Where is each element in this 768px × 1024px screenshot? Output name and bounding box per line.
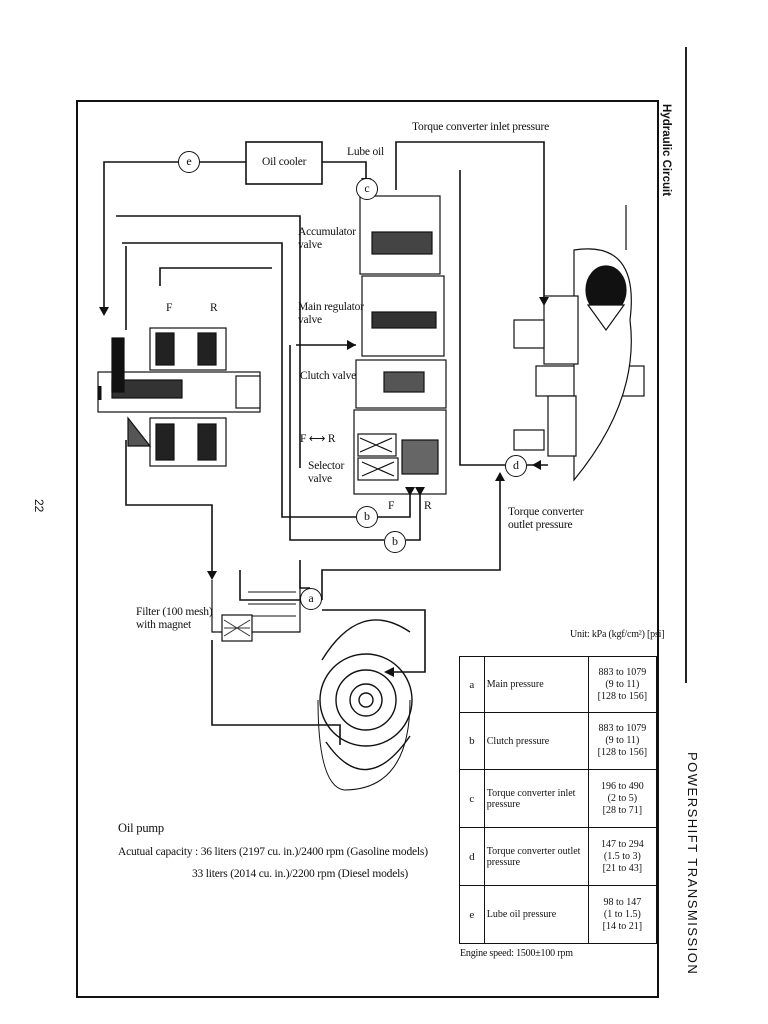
row-kpa: 98 to 147 (603, 896, 642, 908)
filter-line-2: with magnet (136, 619, 191, 631)
torque-converter (513, 205, 645, 482)
row-key: d (459, 827, 485, 886)
table-row: b Clutch pressure 883 to 1079 (9 to 11) … (459, 712, 658, 770)
table-unit-label: Unit: kPa (kgf/cm²) [psi] (570, 629, 665, 640)
main-regulator-line-1: Main regulator (298, 301, 364, 313)
main-regulator-line-2: valve (298, 314, 322, 326)
row-name: Torque converter outlet pressure (483, 827, 589, 886)
accumulator-valve-line-1: Accumulator (298, 226, 356, 238)
row-kpa: 196 to 490 (600, 780, 644, 792)
row-key: e (459, 885, 485, 944)
cooler-to-c-line (322, 161, 367, 182)
filter-label: Filter (100 mesh) with magnet (136, 606, 213, 632)
table-row: d Torque converter outlet pressure 147 t… (459, 827, 658, 886)
row-psi: [14 to 21] (602, 920, 643, 932)
accumulator-valve-label: Accumulator valve (298, 226, 356, 252)
table-footnote: Engine speed: 1500±100 rpm (460, 948, 573, 959)
point-b-upper: b (356, 506, 378, 528)
capacity-line-2: 33 liters (2014 cu. in.)/2200 rpm (Diese… (192, 868, 409, 880)
point-d: d (505, 455, 527, 477)
lube-oil-label: Lube oil (347, 146, 385, 158)
clutch-assembly (97, 327, 261, 467)
margin-rule (685, 47, 687, 683)
row-values: 147 to 294 (1.5 to 3) [21 to 43] (587, 827, 658, 886)
table-row: a Main pressure 883 to 1079 (9 to 11) [1… (459, 656, 658, 713)
capacity-line-1: Acutual capacity : 36 liters (2197 cu. i… (118, 846, 428, 858)
row-name: Torque converter inlet pressure (483, 769, 589, 828)
row-psi: [128 to 156] (597, 690, 648, 702)
selector-valve-line-1: Selector (308, 460, 345, 472)
row-kgf: (1.5 to 3) (603, 850, 641, 862)
point-a: a (300, 588, 322, 610)
clutch-valve-label: Clutch valve (300, 370, 357, 382)
row-psi: [128 to 156] (597, 747, 648, 758)
row-kpa: 883 to 1079 (598, 723, 647, 734)
main-pressure-line (321, 478, 501, 600)
accumulator-valve-line-2: valve (298, 239, 322, 251)
diagram-frame (76, 100, 659, 998)
clutch-feed-line-1 (116, 215, 301, 468)
pressure-table: a Main pressure 883 to 1079 (9 to 11) [1… (459, 656, 658, 944)
row-psi: [21 to 43] (602, 862, 643, 874)
row-key: c (459, 769, 485, 828)
clutch-f-label: F (166, 302, 173, 314)
point-c: c (356, 178, 378, 200)
row-psi: [28 to 71] (602, 804, 643, 816)
row-values: 98 to 147 (1 to 1.5) [14 to 21] (587, 885, 658, 944)
row-name: Clutch pressure (483, 712, 589, 770)
row-values: 196 to 490 (2 to 5) [28 to 71] (587, 769, 658, 828)
tc-outlet-line-2: outlet pressure (508, 519, 573, 531)
point-e: e (178, 151, 200, 173)
pump-discharge-line (322, 609, 426, 673)
selector-out-r-label: R (424, 500, 432, 512)
oil-cooler-box (245, 141, 323, 185)
tc-inlet-line (395, 141, 545, 300)
tc-outlet-label: Torque converter outlet pressure (508, 506, 584, 532)
row-name: Main pressure (483, 656, 589, 713)
row-values: 883 to 1079 (9 to 11) [128 to 156] (587, 712, 658, 770)
valve-body (353, 195, 447, 495)
suction-line (211, 640, 341, 745)
row-values: 883 to 1079 (9 to 11) [128 to 156] (587, 656, 658, 713)
filter-line-1: Filter (100 mesh) (136, 606, 213, 618)
row-kpa: 147 to 294 (600, 838, 644, 850)
oil-cooler-label: Oil cooler (262, 156, 307, 168)
selector-valve-line-2: valve (308, 473, 332, 485)
oil-pump-body (317, 619, 413, 791)
table-row: c Torque converter inlet pressure 196 to… (459, 769, 658, 828)
tc-outlet-line-1: Torque converter (508, 506, 584, 518)
point-b-lower: b (384, 531, 406, 553)
clutch-feed-line-3 (289, 345, 384, 541)
tc-inlet-label: Torque converter inlet pressure (412, 121, 550, 133)
row-key: a (459, 656, 485, 713)
table-row: e Lube oil pressure 98 to 147 (1 to 1.5)… (459, 885, 658, 944)
row-kgf: (2 to 5) (607, 792, 638, 804)
row-kgf: (9 to 11) (605, 678, 640, 690)
row-key: b (459, 712, 485, 770)
tc-outlet-return-line (459, 170, 505, 466)
pump-return-line (125, 440, 213, 575)
selector-fr-label: F ⟷ R (300, 433, 336, 445)
clutch-feed-line-2 (122, 242, 356, 518)
row-kgf: (1 to 1.5) (603, 908, 641, 920)
row-kgf: (9 to 11) (605, 735, 640, 746)
oil-pump-label: Oil pump (118, 821, 164, 835)
main-regulator-label: Main regulator valve (298, 301, 364, 327)
selector-valve-label: Selector valve (308, 460, 344, 486)
row-name: Lube oil pressure (483, 885, 589, 944)
selector-out-f-label: F (388, 500, 395, 512)
e-to-clutch-line (103, 161, 178, 310)
row-kpa: 883 to 1079 (598, 666, 647, 678)
clutch-r-label: R (210, 302, 218, 314)
